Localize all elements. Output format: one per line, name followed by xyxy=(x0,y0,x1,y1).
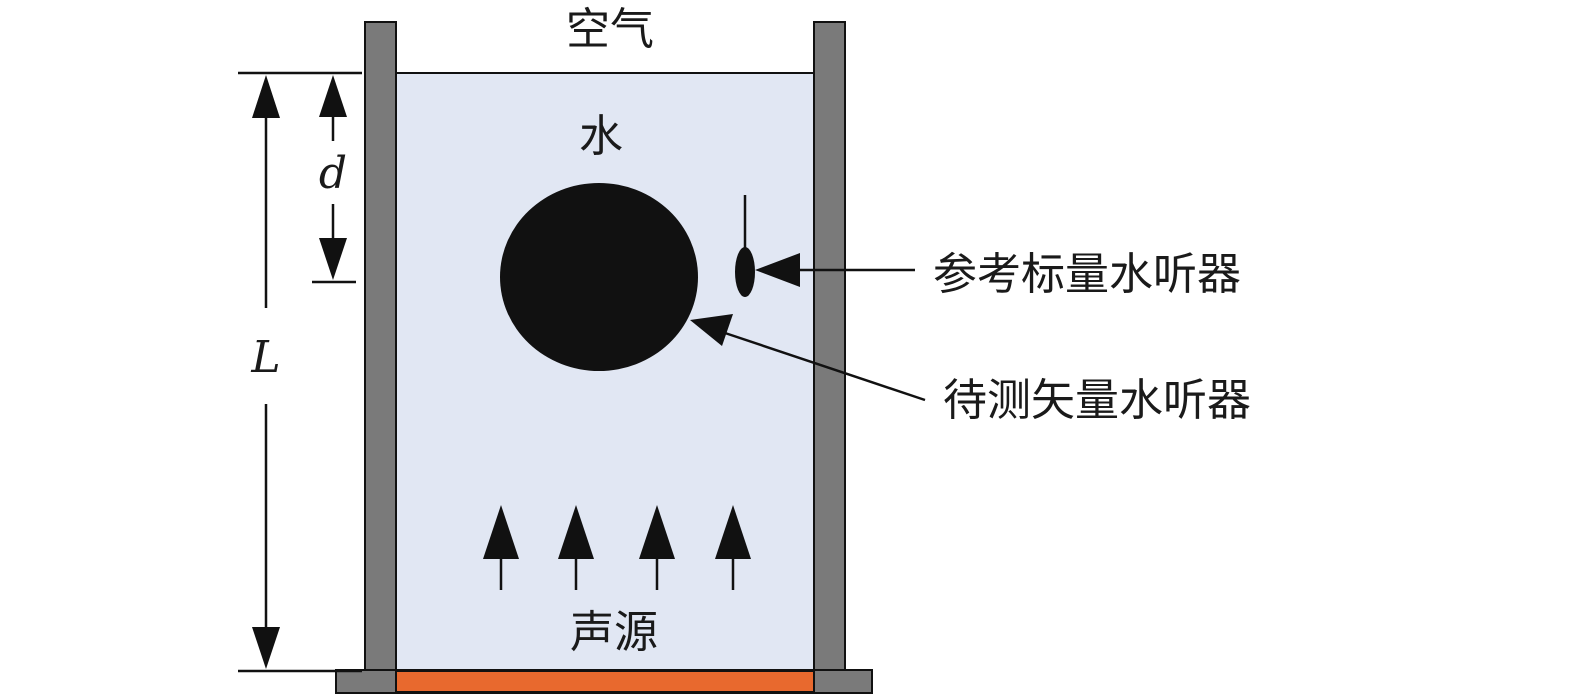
sound-arrow xyxy=(483,505,519,590)
sound-arrow xyxy=(715,505,751,590)
left-wall xyxy=(364,21,397,671)
sound-arrow xyxy=(639,505,675,590)
air-label: 空气 xyxy=(566,4,654,55)
test-pointer-arrowhead xyxy=(690,314,733,346)
test-hydrophone-label: 待测矢量水听器 xyxy=(943,375,1251,426)
depth-dimension xyxy=(319,75,347,280)
source-plate xyxy=(395,670,815,693)
test-hydrophone-sphere xyxy=(500,183,698,371)
water-label: 水 xyxy=(579,111,623,162)
right-wall xyxy=(813,21,846,671)
test-pointer-line xyxy=(721,330,926,402)
water-region xyxy=(395,72,815,671)
length-dimension xyxy=(252,75,280,669)
sound-source-label: 声源 xyxy=(570,607,658,658)
length-symbol: L xyxy=(250,332,280,383)
sound-arrow xyxy=(558,505,594,590)
reference-hydrophone-body xyxy=(735,247,755,297)
reference-pointer-arrowhead xyxy=(755,253,800,287)
depth-symbol: d xyxy=(319,148,347,199)
reference-hydrophone-label: 参考标量水听器 xyxy=(933,249,1241,300)
